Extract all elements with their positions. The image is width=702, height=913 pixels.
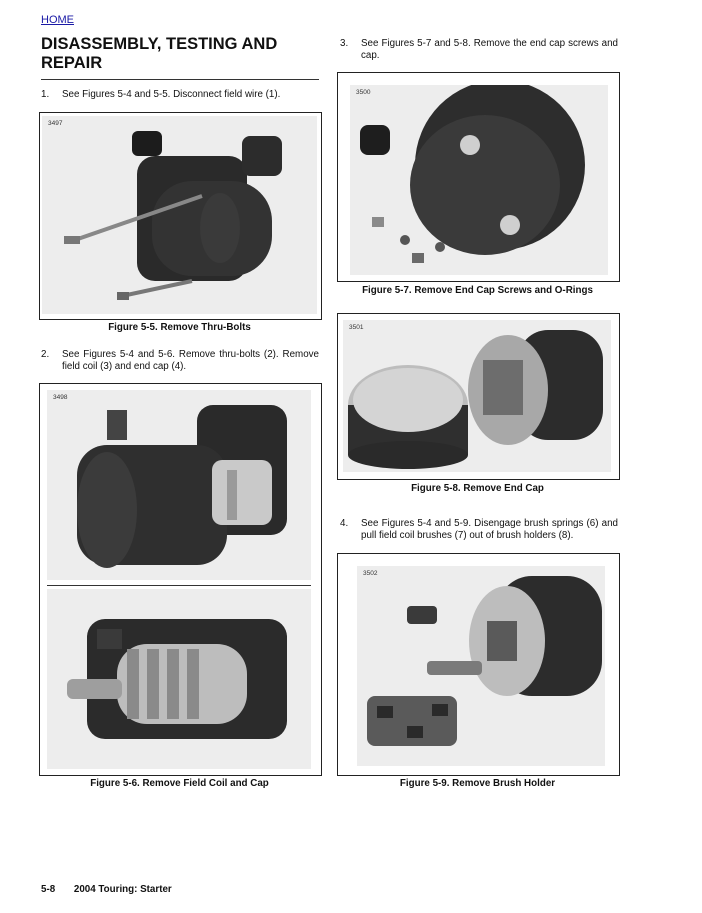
step-text: See Figures 5-4 and 5-9. Disengage brush… (361, 518, 618, 541)
figure-code: 3502 (363, 570, 378, 577)
figure-code: 3500 (356, 89, 371, 96)
figure-5-8-photo: 3501 (343, 320, 611, 472)
page-number: 5-8 (41, 884, 56, 895)
figure-code: 3497 (48, 120, 63, 127)
figure-5-7-frame: 3500 (337, 72, 620, 282)
step-4: 4. See Figures 5-4 and 5-9. Disengage br… (340, 518, 618, 544)
figure-5-6-caption: Figure 5-6. Remove Field Coil and Cap (90, 778, 269, 789)
figure-5-6-frame: 3498 (39, 383, 322, 776)
step-text: See Figures 5-7 and 5-8. Remove the end … (361, 38, 618, 61)
step-number: 3. (340, 38, 349, 49)
starter-motor-thru-bolts-image (42, 116, 317, 314)
step-number: 2. (41, 349, 50, 360)
figure-5-6-photo-top: 3498 (47, 390, 311, 580)
step-text: See Figures 5-4 and 5-6. Remove thru-bol… (62, 349, 319, 372)
figure-5-5-photo: 3497 (42, 116, 317, 314)
figure-5-9-caption: Figure 5-9. Remove Brush Holder (399, 778, 556, 789)
step-1: 1. See Figures 5-4 and 5-5. Disconnect f… (41, 89, 319, 103)
figure-divider (47, 585, 311, 586)
figure-5-7-caption: Figure 5-7. Remove End Cap Screws and O-… (362, 285, 593, 296)
title-divider (41, 79, 319, 80)
figure-5-5-caption: Figure 5-5. Remove Thru-Bolts (108, 322, 251, 333)
home-link[interactable]: HOME (41, 14, 74, 26)
page-footer: 5-8 2004 Touring: Starter (41, 884, 188, 895)
step-number: 1. (41, 89, 50, 100)
step-text: See Figures 5-4 and 5-5. Disconnect fiel… (62, 89, 281, 100)
figure-5-6-photo-bottom (47, 589, 311, 769)
figure-5-9-photo: 3502 (357, 566, 605, 766)
end-cap-removed-image (343, 320, 611, 472)
figure-code: 3498 (53, 394, 68, 401)
figure-code: 3501 (349, 324, 364, 331)
section-title: DISASSEMBLY, TESTING AND REPAIR (41, 35, 278, 72)
step-3: 3. See Figures 5-7 and 5-8. Remove the e… (340, 38, 618, 64)
step-2: 2. See Figures 5-4 and 5-6. Remove thru-… (41, 349, 319, 375)
end-cap-screws-image (350, 85, 608, 275)
brush-holder-image (357, 566, 605, 766)
manual-title: 2004 Touring: Starter (73, 884, 172, 895)
figure-5-5-frame: 3497 (39, 112, 322, 320)
figure-5-8-frame: 3501 (337, 313, 620, 480)
field-coil-removal-image (47, 390, 311, 580)
figure-5-8-caption: Figure 5-8. Remove End Cap (411, 483, 544, 494)
step-number: 4. (340, 518, 349, 529)
armature-exposed-image (47, 589, 311, 769)
figure-5-7-photo: 3500 (350, 85, 608, 275)
figure-5-9-frame: 3502 (337, 553, 620, 776)
